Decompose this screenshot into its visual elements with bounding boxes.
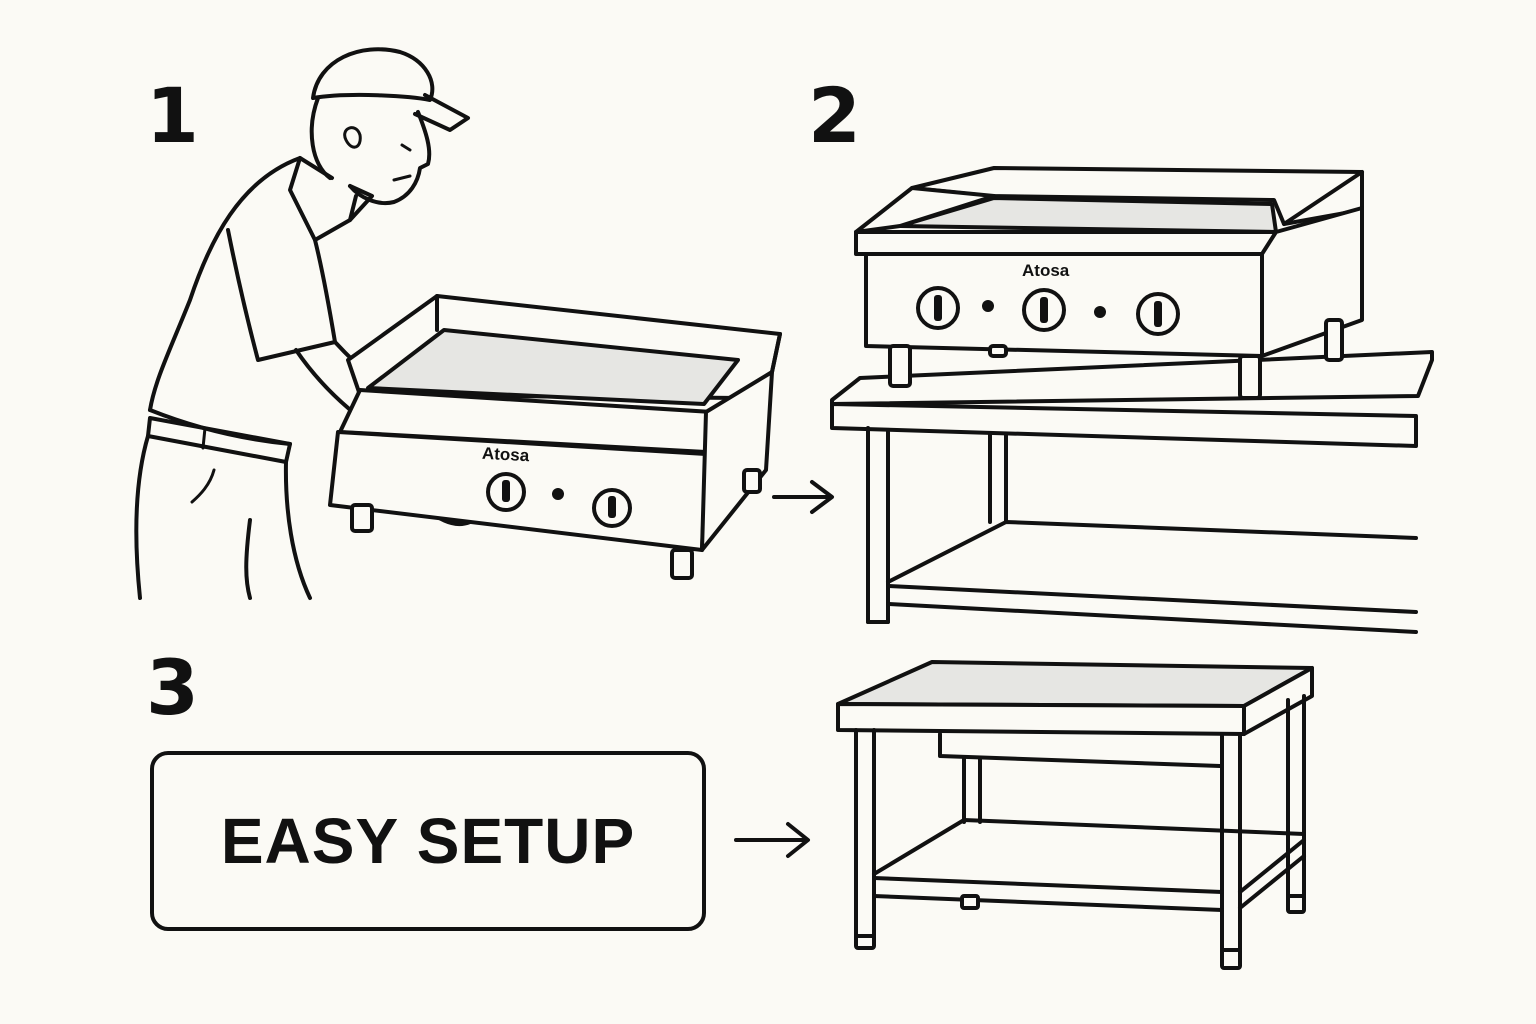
griddle-brand-label-step1: Atosa [481, 443, 530, 466]
easy-setup-box: EASY SETUP [150, 751, 706, 931]
step-number-2: 2 [808, 71, 861, 160]
step-number-1: 1 [146, 71, 199, 160]
easy-setup-label: EASY SETUP [220, 805, 636, 877]
step-number-3: 3 [146, 643, 199, 732]
griddle-icon [854, 166, 1364, 400]
arrow-right-icon [772, 480, 834, 514]
griddle-brand-label-step2: Atosa [1022, 261, 1070, 280]
griddle-icon [328, 294, 782, 580]
table-icon [830, 350, 1434, 634]
stand-icon [836, 660, 1314, 970]
arrow-right-icon [734, 822, 810, 858]
